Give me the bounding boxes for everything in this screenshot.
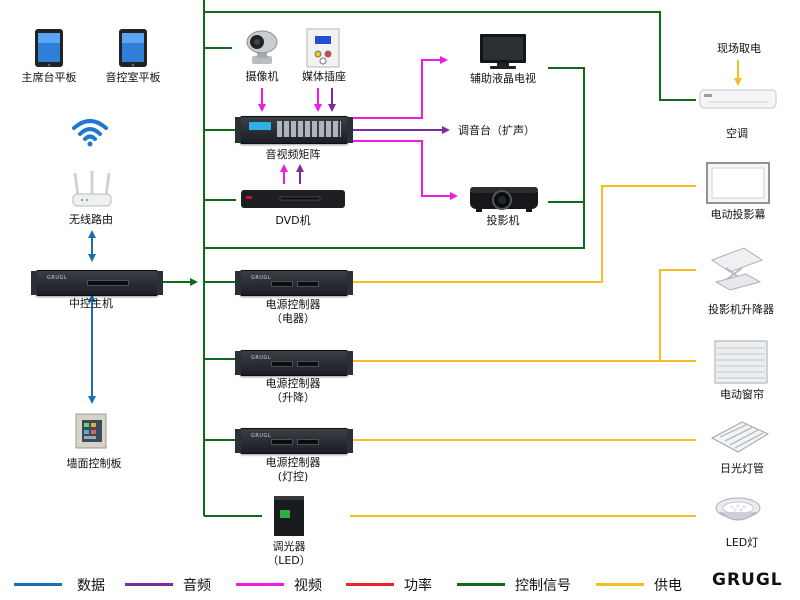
projector-label: 投影机	[486, 214, 520, 227]
touch-panel-icon	[75, 413, 107, 449]
central-host-label: 中控主机	[69, 297, 113, 310]
legend-supply-line	[596, 583, 644, 586]
power-controller-sub: （电器）	[271, 312, 315, 325]
power-controller-lift-label: 电源控制器 （升降）	[248, 377, 338, 405]
camera-device	[244, 28, 280, 66]
window-blind-icon	[714, 340, 768, 384]
legend-power-label: 功率	[404, 578, 432, 594]
projection-screen-icon	[706, 162, 770, 204]
site-power-label: 现场取电	[717, 42, 761, 55]
motorized-curtain-label: 电动窗帘	[720, 388, 764, 401]
legend-control-label: 控制信号	[515, 578, 571, 594]
dvd-player-icon	[241, 190, 345, 208]
chair-tablet-device	[34, 28, 64, 68]
legend-video-line	[236, 583, 284, 586]
wall-panel-device	[74, 412, 110, 452]
motorized-screen-label: 电动投影幕	[710, 208, 766, 221]
line-legend: 数据 音频 视频 功率 控制信号 供电	[0, 568, 800, 600]
central-host-device: GRUGL	[31, 270, 163, 296]
projector-device	[466, 180, 542, 214]
power-controller-lift-device: GRUGL	[235, 350, 353, 376]
ptz-camera-icon	[246, 30, 278, 64]
sound-room-tablet-label: 音控室平板	[105, 71, 161, 84]
wall-panel-label: 墙面控制板	[66, 457, 122, 470]
router-icon	[70, 170, 114, 210]
grille-light-icon	[710, 421, 770, 453]
power-controller-sub: （升降）	[271, 391, 315, 404]
camera-label: 摄像机	[245, 70, 279, 83]
power-supply-lines	[350, 60, 742, 517]
mixer-label: 调音台（扩声）	[458, 124, 535, 137]
control-signal-lines	[152, 0, 696, 517]
legend-power-line	[346, 583, 394, 586]
wall-socket-icon	[306, 28, 340, 68]
motorized-screen-device	[706, 162, 770, 204]
projector-lift-device	[706, 244, 766, 294]
wifi-router-label: 无线路由	[69, 213, 113, 226]
power-controller-sub: (灯控)	[277, 470, 309, 483]
wifi-signal-icon	[70, 116, 110, 148]
legend-audio-line	[125, 583, 173, 586]
power-controller-name: 电源控制器	[265, 298, 321, 311]
air-conditioner-icon	[699, 89, 777, 109]
air-conditioner-label: 空调	[726, 127, 748, 140]
media-socket-device	[306, 28, 340, 68]
tablet-icon	[35, 29, 63, 67]
dimmer-device	[272, 494, 306, 538]
dimmer-sub: （LED）	[267, 554, 311, 567]
dvd-device	[240, 188, 346, 210]
led-lamp-label: LED灯	[725, 536, 759, 549]
power-controller-light-label: 电源控制器 (灯控)	[248, 456, 338, 484]
tv-icon	[480, 34, 526, 69]
aux-tv-device	[478, 32, 528, 72]
video-lines	[258, 56, 458, 200]
dimmer-cabinet-icon	[274, 496, 304, 536]
av-matrix-device	[235, 116, 353, 144]
legend-data-line	[14, 583, 62, 586]
legend-audio-label: 音频	[183, 578, 211, 594]
av-matrix-label: 音视频矩阵	[265, 148, 321, 161]
downlight-icon	[715, 497, 761, 521]
legend-data-label: 数据	[77, 578, 105, 594]
power-controller-name: 电源控制器	[265, 456, 321, 469]
projector-lift-label: 投影机升降器	[708, 303, 774, 316]
power-controller-name: 电源控制器	[265, 377, 321, 390]
power-controller-appliance-device: GRUGL	[235, 270, 353, 296]
dimmer-name: 调光器	[272, 540, 306, 553]
tablet-icon	[119, 29, 147, 67]
power-controller-appliance-label: 电源控制器 （电器）	[248, 298, 338, 326]
legend-control-line	[457, 583, 505, 586]
media-socket-label: 媒体插座	[302, 70, 346, 83]
led-lamp-device	[714, 494, 762, 528]
fluorescent-light-label: 日光灯管	[720, 462, 764, 475]
audio-lines	[296, 88, 450, 184]
motorized-curtain-device	[714, 340, 768, 384]
chair-tablet-label: 主席台平板	[21, 71, 77, 84]
dimmer-label: 调光器 （LED）	[244, 540, 334, 568]
brand-logo: GRUGL	[712, 570, 783, 590]
projector-icon	[470, 187, 538, 212]
legend-supply-label: 供电	[654, 578, 682, 594]
dvd-label: DVD机	[275, 214, 311, 227]
aux-tv-label: 辅助液晶电视	[470, 72, 536, 85]
power-controller-light-device: GRUGL	[235, 428, 353, 454]
sound-room-tablet-device	[118, 28, 148, 68]
projector-lift-icon	[710, 247, 764, 291]
air-conditioner-device	[698, 88, 778, 112]
legend-video-label: 视频	[294, 578, 322, 594]
fluorescent-light-device	[708, 418, 770, 458]
